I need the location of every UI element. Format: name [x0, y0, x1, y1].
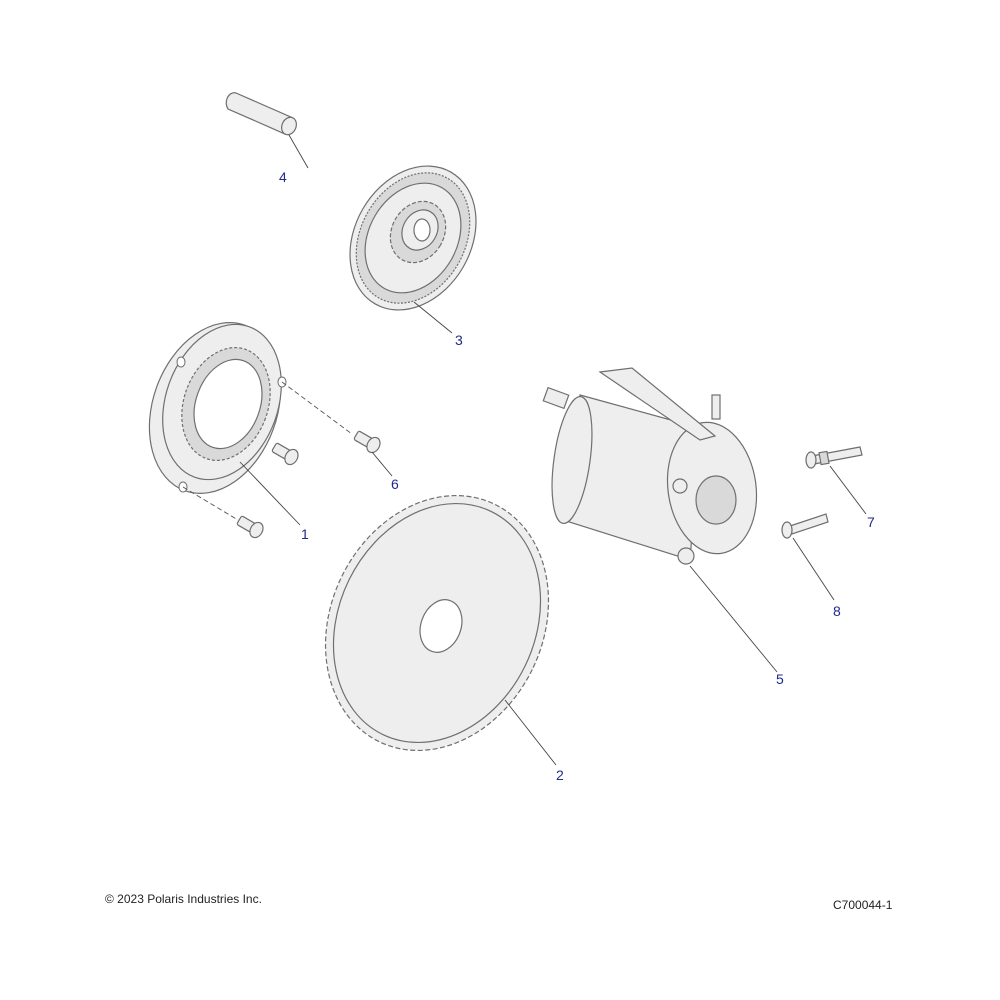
leader-7 — [829, 465, 867, 515]
part-2-driven-gear — [324, 494, 550, 752]
leader-3 — [413, 301, 453, 334]
bolt-alignment-line — [182, 486, 239, 521]
leader-6 — [371, 451, 393, 477]
leader-8 — [792, 537, 835, 601]
callout-1: 1 — [301, 526, 309, 542]
callout-2: 2 — [556, 767, 564, 783]
part-6-socket-bolts — [236, 430, 381, 539]
part-7-stud-bolt — [805, 446, 863, 469]
part-8-flange-bolt — [781, 513, 829, 539]
callout-3: 3 — [455, 332, 463, 348]
callout-5: 5 — [776, 671, 784, 687]
leader-2 — [504, 699, 557, 766]
leader-4 — [288, 134, 309, 169]
bolt-alignment-line — [281, 381, 353, 435]
part-1-starter-clutch — [148, 322, 287, 494]
callout-4: 4 — [279, 169, 287, 185]
callout-7: 7 — [867, 514, 875, 530]
leader-1 — [239, 461, 301, 526]
part-5-starter-motor — [542, 367, 758, 565]
callout-8: 8 — [833, 603, 841, 619]
callout-6: 6 — [391, 476, 399, 492]
leader-5 — [689, 565, 778, 673]
part-4-dowel-pin — [225, 92, 297, 136]
copyright-notice: © 2023 Polaris Industries Inc. — [105, 892, 262, 906]
figure-id: C700044-1 — [833, 898, 893, 912]
part-3-drive-gear — [349, 165, 477, 311]
